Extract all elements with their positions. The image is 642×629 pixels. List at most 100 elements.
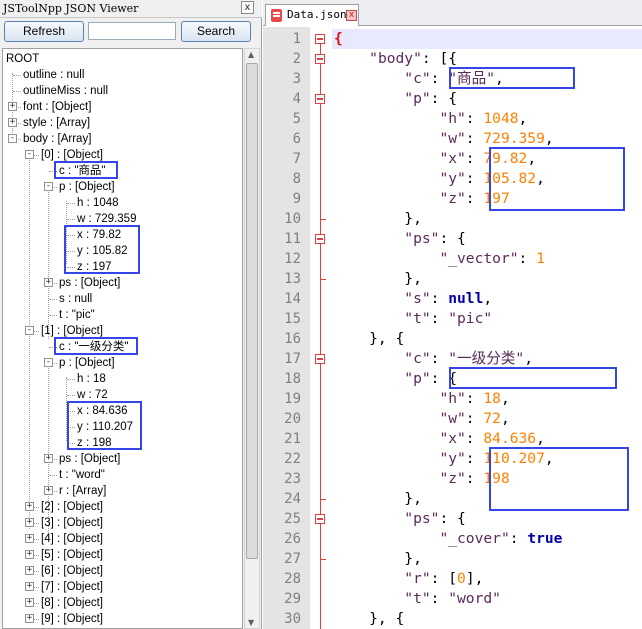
highlight-box (67, 401, 142, 450)
code-line: "t": "word" (334, 589, 501, 609)
tree-node[interactable]: [6] : [Object] (41, 565, 103, 577)
expand-icon[interactable]: + (44, 485, 53, 495)
expand-icon[interactable]: + (44, 277, 53, 287)
tree-connector (48, 185, 49, 339)
scroll-down-arrow-icon[interactable]: ▼ (248, 618, 255, 627)
tree-node[interactable]: z : 197 (77, 261, 112, 273)
refresh-button[interactable]: Refresh (4, 21, 84, 42)
line-number: 10 (284, 211, 301, 227)
code-token: 110.207 (483, 450, 545, 467)
expand-icon[interactable]: + (25, 533, 34, 543)
tree-node[interactable]: w : 72 (77, 389, 108, 401)
scroll-thumb[interactable] (246, 63, 258, 559)
tree-node[interactable]: w : 729.359 (77, 213, 137, 225)
tree-connector (49, 283, 57, 284)
tree-node[interactable]: r : [Array] (59, 485, 107, 497)
tree-node[interactable]: [2] : [Object] (41, 501, 103, 513)
tree-node[interactable]: s : null (59, 293, 93, 305)
tree-node[interactable]: y : 110.207 (77, 421, 134, 433)
line-number: 13 (284, 271, 301, 287)
fold-toggle-icon[interactable] (315, 54, 325, 64)
fold-toggle-icon[interactable] (315, 354, 325, 364)
tree-node[interactable]: t : "word" (59, 469, 105, 481)
code-token: : (518, 250, 537, 267)
code-token: : (465, 470, 484, 487)
collapse-icon[interactable]: - (25, 149, 34, 159)
tree-node[interactable]: ROOT (6, 53, 40, 65)
tree-node[interactable]: [8] : [Object] (41, 597, 103, 609)
code-token: "_vector" (439, 250, 519, 267)
tree-node[interactable]: [4] : [Object] (41, 533, 103, 545)
tree-node[interactable]: style : [Array] (23, 117, 91, 129)
tree-node[interactable]: [1] : [Object] (41, 325, 103, 337)
tree-node[interactable]: outlineMiss : null (23, 85, 109, 97)
tree-node[interactable]: [9] : [Object] (41, 613, 103, 625)
collapse-icon[interactable]: - (44, 181, 53, 191)
tree-node[interactable]: x : 84.636 (77, 405, 128, 417)
tree-node[interactable]: [7] : [Object] (41, 581, 103, 593)
scroll-up-arrow-icon[interactable]: ▲ (248, 50, 255, 59)
code-token: }, { (334, 610, 405, 627)
tree-node[interactable]: h : 18 (77, 373, 106, 385)
json-tree[interactable]: ROOT outline : null outlineMiss : null + fon… (2, 48, 243, 629)
code-area[interactable]: { "body": [{ "c": "商品", "p": { "h": 1048… (332, 27, 642, 629)
code-token: : { (430, 370, 458, 387)
tree-node[interactable]: z : 198 (77, 437, 112, 449)
current-line-highlight (332, 29, 642, 49)
search-button[interactable]: Search (181, 21, 251, 42)
tree-node[interactable]: p : [Object] (59, 357, 115, 369)
tree-node[interactable]: [5] : [Object] (41, 549, 103, 561)
fold-toggle-icon[interactable] (315, 34, 325, 44)
tree-node[interactable]: font : [Object] (23, 101, 92, 113)
expand-icon[interactable]: + (44, 453, 53, 463)
expand-icon[interactable]: + (25, 581, 34, 591)
collapse-icon[interactable]: - (25, 325, 34, 335)
tree-node[interactable]: ps : [Object] (59, 277, 121, 289)
tree-node[interactable]: t : "pic" (59, 309, 95, 321)
tree-node[interactable]: x : 79.82 (77, 229, 122, 241)
tree-node[interactable]: p : [Object] (59, 181, 115, 193)
search-input[interactable] (88, 22, 176, 40)
expand-icon[interactable]: + (8, 117, 17, 127)
code-token (334, 530, 439, 547)
tree-node[interactable]: ps : [Object] (59, 453, 121, 465)
tree-node[interactable]: c : "一级分类" (59, 341, 129, 353)
expand-icon[interactable]: + (25, 517, 34, 527)
fold-toggle-icon[interactable] (315, 94, 325, 104)
tab-close-icon[interactable]: x (346, 10, 357, 21)
code-line: "p": { (334, 89, 457, 109)
tab-data-json[interactable]: Data.json x (265, 4, 359, 26)
tree-connector (49, 299, 57, 300)
code-token: , (544, 130, 554, 147)
code-token: "z" (439, 470, 466, 487)
tree-scrollbar[interactable]: ▲ ▼ (244, 48, 260, 629)
tree-node[interactable]: c : "商品" (59, 165, 106, 177)
expand-icon[interactable]: + (25, 549, 34, 559)
expand-icon[interactable]: + (25, 597, 34, 607)
code-token: 0 (457, 570, 466, 587)
code-token: "h" (439, 390, 466, 407)
tree-node[interactable]: [0] : [Object] (41, 149, 103, 161)
tree-connector (49, 475, 57, 476)
code-token: "h" (439, 110, 466, 127)
code-token (334, 390, 439, 407)
code-token: , (536, 170, 545, 187)
expand-icon[interactable]: + (25, 501, 34, 511)
expand-icon[interactable]: + (8, 101, 17, 111)
fold-toggle-icon[interactable] (315, 234, 325, 244)
tree-node[interactable]: y : 105.82 (77, 245, 128, 257)
tree-node[interactable]: h : 1048 (77, 197, 119, 209)
tree-node[interactable]: outline : null (23, 69, 85, 81)
collapse-icon[interactable]: - (8, 133, 17, 143)
code-token: }, (334, 490, 422, 507)
close-icon[interactable]: x (241, 1, 254, 14)
collapse-icon[interactable]: - (44, 357, 53, 367)
fold-toggle-icon[interactable] (315, 514, 325, 524)
fold-margin[interactable] (309, 27, 331, 629)
tree-node[interactable]: [3] : [Object] (41, 517, 103, 529)
expand-icon[interactable]: + (25, 613, 34, 623)
expand-icon[interactable]: + (25, 565, 34, 575)
tree-node[interactable]: body : [Array] (23, 133, 92, 145)
line-number: 26 (284, 531, 301, 547)
